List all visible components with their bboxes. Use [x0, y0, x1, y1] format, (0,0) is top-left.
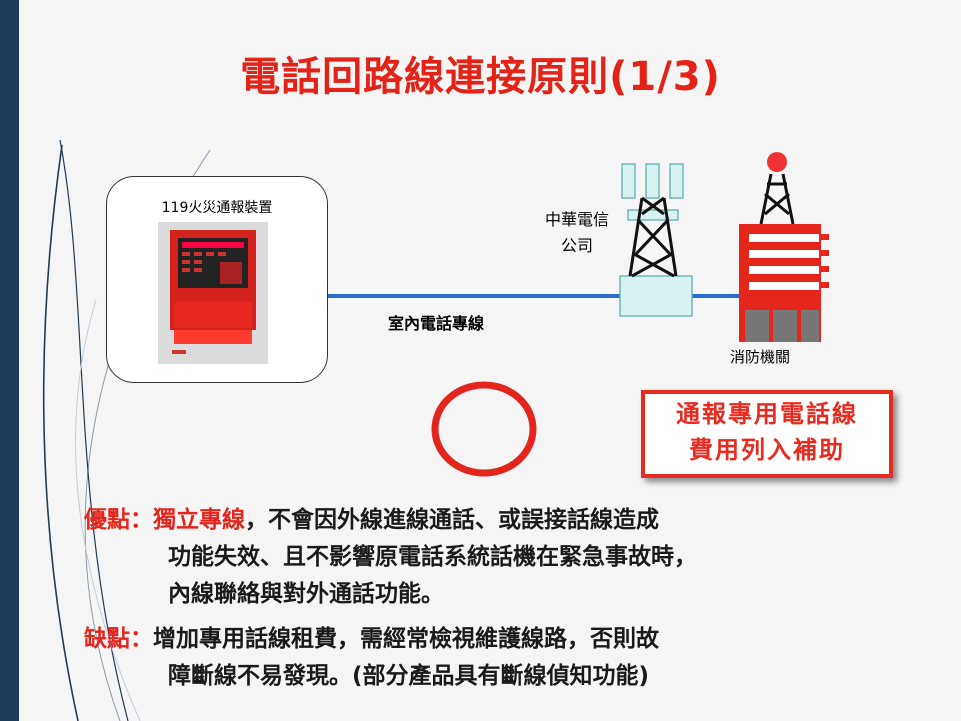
pros-line3: 內線聯絡與對外通話功能。 — [168, 581, 444, 607]
cons-line1: 缺點：增加專用話線租費，需經常檢視維護線路，否則故 — [84, 621, 944, 658]
telecom-label-line2: 公司 — [560, 236, 593, 255]
fire-department-label: 消防機關 — [730, 348, 791, 366]
cons-paragraph: 缺點：增加專用話線租費，需經常檢視維護線路，否則故 障斷線不易發現。(部分產品具… — [84, 621, 944, 695]
subsidy-note-box — [641, 390, 893, 478]
pros-paragraph: 優點：獨立專線，不會因外線進線通話、或誤接話線造成 功能失效、且不影響原電話系統… — [84, 502, 944, 613]
telecom-label: 中華電信 公司 — [522, 207, 632, 259]
pros-highlight: 獨立專線 — [153, 507, 245, 533]
pros-line2: 功能失效、且不影響原電話系統話機在緊急事故時， — [168, 544, 697, 570]
telecom-tower-icon — [619, 163, 693, 317]
page-title: 電話回路線連接原則(1/3) — [240, 54, 721, 100]
circle-mark-icon — [431, 381, 537, 477]
left-sidebar-bar — [0, 0, 19, 721]
line-label: 室內電話專線 — [388, 314, 485, 333]
subsidy-line2: 費用列入補助 — [689, 436, 845, 464]
device-label: 119火災通報裝置 — [161, 200, 273, 216]
pros-line1: 優點：獨立專線，不會因外線進線通話、或誤接話線造成 — [84, 502, 944, 539]
cons-line1-text: 增加專用話線租費，需經常檢視維護線路，否則故 — [153, 626, 659, 652]
telecom-label-line1: 中華電信 — [544, 210, 609, 229]
fire-department-building-icon — [739, 152, 829, 342]
subsidy-line1: 通報專用電話線 — [676, 400, 858, 428]
pros-line1-rest: ，不會因外線進線通話、或誤接話線造成 — [245, 507, 659, 533]
fire-alarm-device-image — [158, 222, 268, 364]
cons-label: 缺點： — [84, 626, 153, 652]
pros-label: 優點： — [84, 507, 153, 533]
subsidy-note-text: 通報專用電話線 費用列入補助 — [641, 396, 893, 468]
cons-line2: 障斷線不易發現。(部分產品具有斷線偵知功能) — [168, 663, 650, 689]
